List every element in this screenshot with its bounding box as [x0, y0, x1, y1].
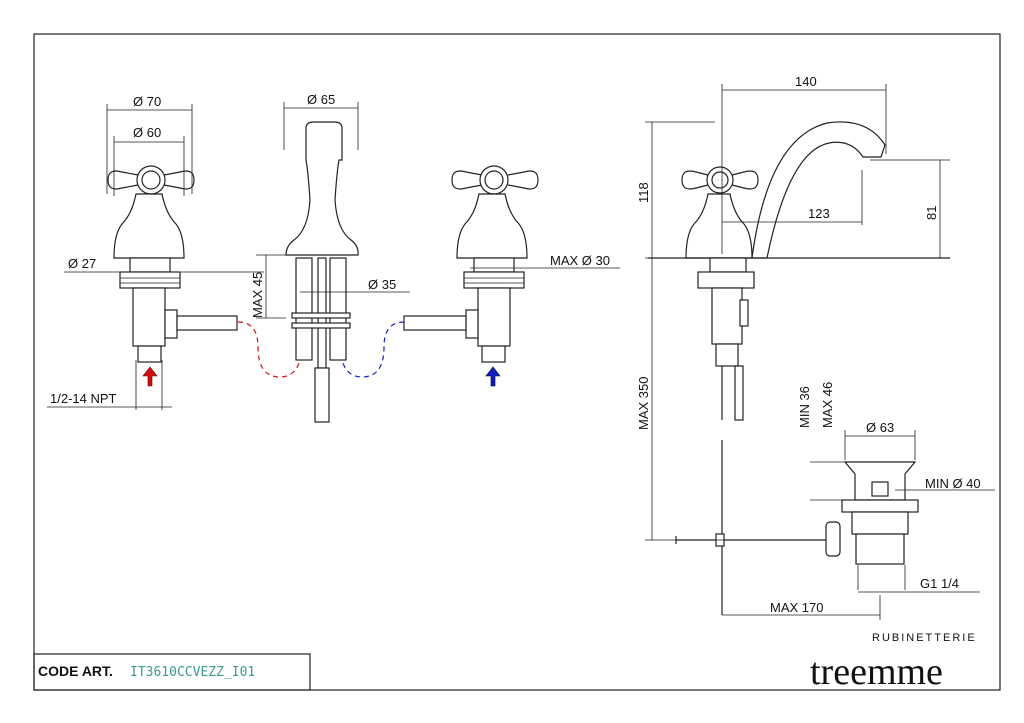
dim-min36: MIN 36	[797, 386, 812, 428]
hot-hose	[237, 321, 303, 378]
dim-d35: Ø 35	[368, 277, 396, 292]
cold-hose	[339, 321, 405, 378]
dim-d63: Ø 63	[866, 420, 894, 435]
dim-max45: MAX 45	[250, 272, 265, 318]
code-value: IT3610CCVEZZ_I01	[130, 665, 255, 680]
hot-inlet-arrow-icon	[142, 366, 158, 387]
dim-118: 118	[636, 182, 651, 203]
code-label: CODE ART.	[38, 663, 113, 679]
dim-max-d30: MAX Ø 30	[550, 253, 610, 268]
brand-logo: RUBINETTERIE treemme	[810, 632, 977, 693]
dim-140: 140	[795, 74, 817, 89]
left-hot-valve: Ø 70 Ø 60 Ø 27 1/2-14 NPT	[47, 94, 264, 410]
title-block: CODE ART. IT3610CCVEZZ_I01	[33, 653, 311, 691]
dim-81: 81	[924, 206, 939, 220]
dim-d70: Ø 70	[133, 94, 161, 109]
dim-g114: G1 1/4	[920, 576, 959, 591]
dim-min-d40: MIN Ø 40	[925, 476, 981, 491]
dim-d65: Ø 65	[307, 92, 335, 107]
brand-name: treemme	[810, 651, 943, 693]
dim-max350: MAX 350	[636, 377, 651, 430]
dim-d27: Ø 27	[68, 256, 96, 271]
popup-knob	[825, 521, 841, 557]
center-spout: Ø 65 MAX 45 Ø 35	[250, 92, 410, 423]
dim-d60: Ø 60	[133, 125, 161, 140]
drawing-frame	[33, 33, 1001, 691]
dim-max170: MAX 170	[770, 600, 823, 615]
right-cold-valve: MAX Ø 30	[403, 165, 620, 387]
brand-subtitle: RUBINETTERIE	[872, 632, 977, 644]
cold-inlet-arrow-icon	[485, 366, 501, 387]
dim-npt: 1/2-14 NPT	[50, 391, 117, 406]
dim-max46: MAX 46	[820, 382, 835, 428]
dim-123: 123	[808, 206, 830, 221]
side-view: 140 118 123 81 MAX 350 MIN 36 MAX 46 Ø 6…	[636, 74, 995, 620]
